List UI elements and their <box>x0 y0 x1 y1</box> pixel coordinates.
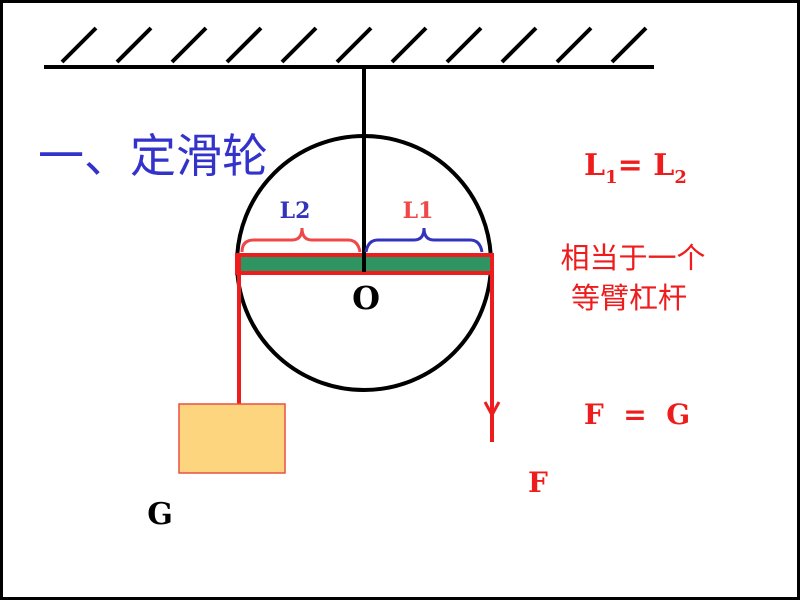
ceiling-hatch <box>225 26 263 64</box>
label-g: G <box>147 497 173 532</box>
ceiling-hatch <box>60 26 98 64</box>
ceiling-hatch <box>280 26 318 64</box>
equation-l1-l2: L1= L2 <box>584 148 687 188</box>
brace-l2 <box>240 227 362 253</box>
description-line2: 等臂杠杆 <box>571 281 687 315</box>
equation-f-g: F = G <box>584 398 690 431</box>
label-pivot-o: O <box>352 279 380 317</box>
brace-l1 <box>364 227 484 253</box>
weight-box <box>178 403 286 474</box>
ceiling-hatch <box>445 26 483 64</box>
ceiling-hatch <box>390 26 428 64</box>
title: 一、定滑轮 <box>38 129 268 183</box>
ceiling-hatch <box>555 26 593 64</box>
arrow-down-icon <box>483 401 501 419</box>
label-l1: L1 <box>403 198 434 224</box>
ceiling-hatch <box>610 26 648 64</box>
ceiling-hatch <box>115 26 153 64</box>
label-l2: L2 <box>280 198 311 224</box>
ceiling-hatch <box>335 26 373 64</box>
ceiling-hatch <box>170 26 208 64</box>
ceiling-hatch <box>500 26 538 64</box>
label-f: F <box>528 466 548 499</box>
ceiling <box>44 26 654 69</box>
description-line1: 相当于一个 <box>560 241 705 275</box>
